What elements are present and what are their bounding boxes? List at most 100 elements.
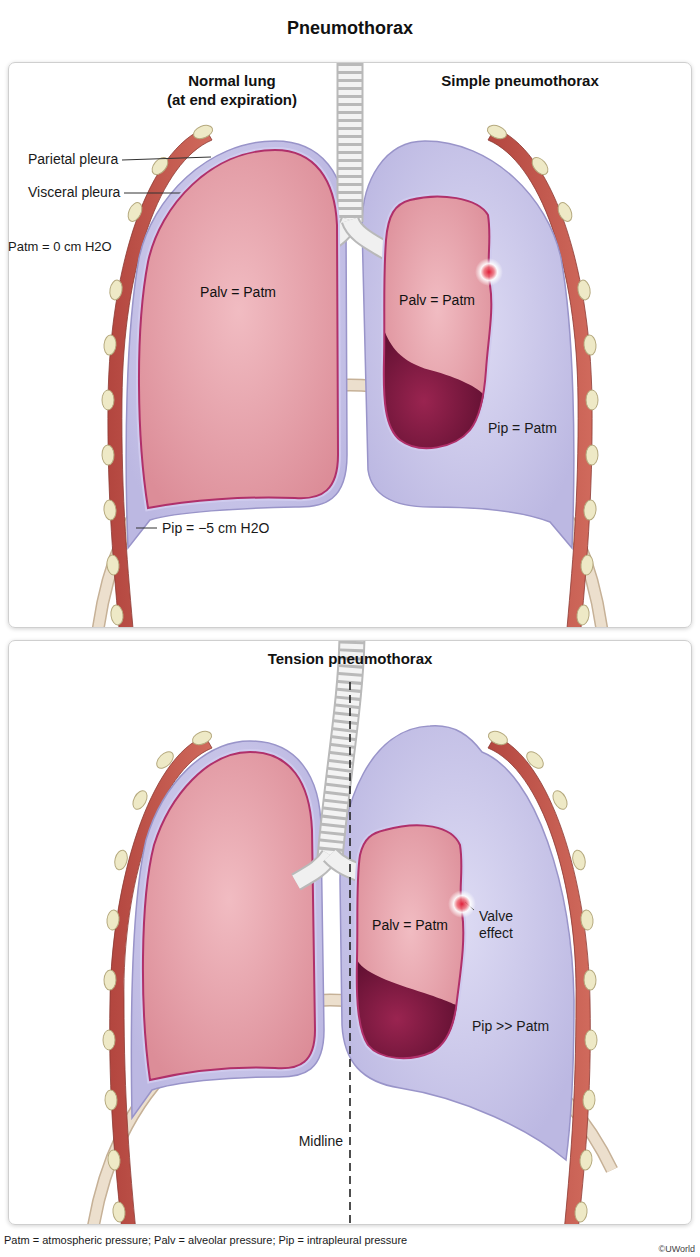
lung-pressure-label: Palv = Patm bbox=[372, 917, 448, 934]
rib bbox=[580, 554, 594, 575]
title: Pneumothorax bbox=[287, 18, 413, 40]
collapsed-lung: Palv = Patm bbox=[350, 814, 478, 1068]
rib bbox=[108, 279, 123, 301]
diagram-panel: Tension pneumothoraxPalv = Patm bbox=[8, 640, 692, 1225]
lung-border bbox=[357, 825, 464, 1058]
rib bbox=[113, 849, 129, 871]
footnote: Patm = atmospheric pressure; Palv = alve… bbox=[4, 1234, 407, 1247]
midline bbox=[349, 682, 351, 1224]
parietal-pleura bbox=[131, 741, 324, 1118]
lung-pressure-label: Palv = Patm bbox=[399, 292, 475, 309]
rib bbox=[555, 200, 574, 223]
rib bbox=[583, 335, 597, 356]
rib bbox=[580, 909, 594, 930]
rib bbox=[125, 200, 144, 223]
parietal-pleura bbox=[131, 726, 574, 1160]
compressed-lung bbox=[143, 752, 315, 1080]
trachea bbox=[339, 63, 362, 222]
lung-outline bbox=[350, 814, 478, 1068]
parietal-pleura bbox=[340, 726, 574, 1160]
top-illustration bbox=[95, 63, 605, 627]
rib bbox=[585, 1030, 597, 1050]
rib bbox=[586, 390, 598, 410]
pressure-label: Pip >> Patm bbox=[472, 1018, 549, 1035]
pressure-label: Patm = 0 cm H2O bbox=[8, 239, 112, 255]
trachea bbox=[350, 220, 388, 252]
leader-line bbox=[136, 528, 157, 529]
rib bbox=[149, 154, 171, 177]
rib bbox=[130, 788, 150, 811]
parietal-pleura bbox=[362, 141, 574, 548]
rib bbox=[107, 1150, 121, 1171]
rib bbox=[485, 123, 508, 142]
visceral-pleura bbox=[384, 196, 492, 448]
rib bbox=[106, 554, 120, 575]
visceral-pleura bbox=[139, 150, 338, 508]
rib bbox=[582, 1090, 595, 1111]
rib bbox=[104, 970, 117, 990]
panel-heading: Normal lung bbox=[188, 72, 276, 90]
rib bbox=[110, 604, 124, 625]
pleural-tear bbox=[448, 890, 476, 918]
rib bbox=[106, 909, 120, 930]
lung-border bbox=[139, 150, 338, 508]
rib bbox=[571, 849, 587, 871]
rib bbox=[583, 500, 597, 521]
rib bbox=[579, 1150, 593, 1171]
trachea bbox=[296, 641, 368, 882]
rib bbox=[112, 1201, 126, 1222]
part-label: Valve effect bbox=[479, 908, 535, 942]
rib bbox=[574, 1201, 588, 1222]
rib bbox=[586, 445, 599, 465]
part-label: Parietal pleura bbox=[28, 151, 118, 168]
compressed-lung bbox=[143, 752, 315, 1080]
compressed-lung bbox=[143, 752, 315, 1080]
pressure-label: Pip = −5 cm H2O bbox=[162, 520, 269, 537]
trachea bbox=[330, 641, 352, 858]
lung-tissue bbox=[357, 825, 464, 1058]
rib bbox=[190, 729, 213, 748]
rib bbox=[102, 390, 114, 410]
lung-pressure-label: Palv = Patm bbox=[200, 284, 276, 301]
rib bbox=[486, 729, 509, 748]
panel-heading: Simple pneumothorax bbox=[441, 72, 599, 90]
trachea bbox=[337, 63, 364, 222]
pressure-label: Pip = Patm bbox=[488, 420, 557, 437]
rib bbox=[103, 500, 117, 521]
trachea bbox=[350, 220, 388, 252]
rib bbox=[576, 604, 590, 625]
rib bbox=[524, 749, 547, 772]
diagram-panel: Normal lung(at end expiration) Simple pne… bbox=[8, 62, 692, 628]
panel-heading: (at end expiration) bbox=[167, 91, 297, 109]
rib bbox=[154, 749, 177, 772]
panel-heading: Tension pneumothorax bbox=[268, 650, 433, 668]
rib bbox=[529, 154, 551, 177]
leader-line bbox=[124, 193, 182, 194]
pleural-tear bbox=[475, 258, 503, 286]
lung: Palv = Patm bbox=[128, 144, 344, 514]
lung-tissue bbox=[139, 150, 338, 508]
rib bbox=[102, 445, 115, 465]
parietal-pleura bbox=[126, 141, 347, 548]
lung-outline bbox=[378, 188, 506, 460]
lung-outline bbox=[128, 144, 344, 514]
trachea bbox=[296, 855, 330, 882]
midline-label: Midline bbox=[299, 1133, 343, 1150]
part-label: Visceral pleura bbox=[28, 184, 120, 201]
midline bbox=[350, 682, 351, 1224]
rib bbox=[584, 970, 597, 990]
leader-line bbox=[122, 157, 211, 160]
lung-tissue bbox=[384, 196, 492, 448]
trachea bbox=[296, 855, 330, 882]
collapsed-lung: Palv = Patm bbox=[378, 188, 506, 460]
watermark: ©UWorld bbox=[659, 1244, 695, 1255]
rib bbox=[576, 279, 591, 301]
rib bbox=[550, 788, 570, 811]
visceral-pleura bbox=[357, 825, 464, 1058]
rib bbox=[103, 335, 117, 356]
trachea bbox=[330, 641, 352, 858]
lung-border bbox=[384, 196, 492, 448]
rib bbox=[191, 123, 214, 142]
rib bbox=[104, 1090, 117, 1111]
